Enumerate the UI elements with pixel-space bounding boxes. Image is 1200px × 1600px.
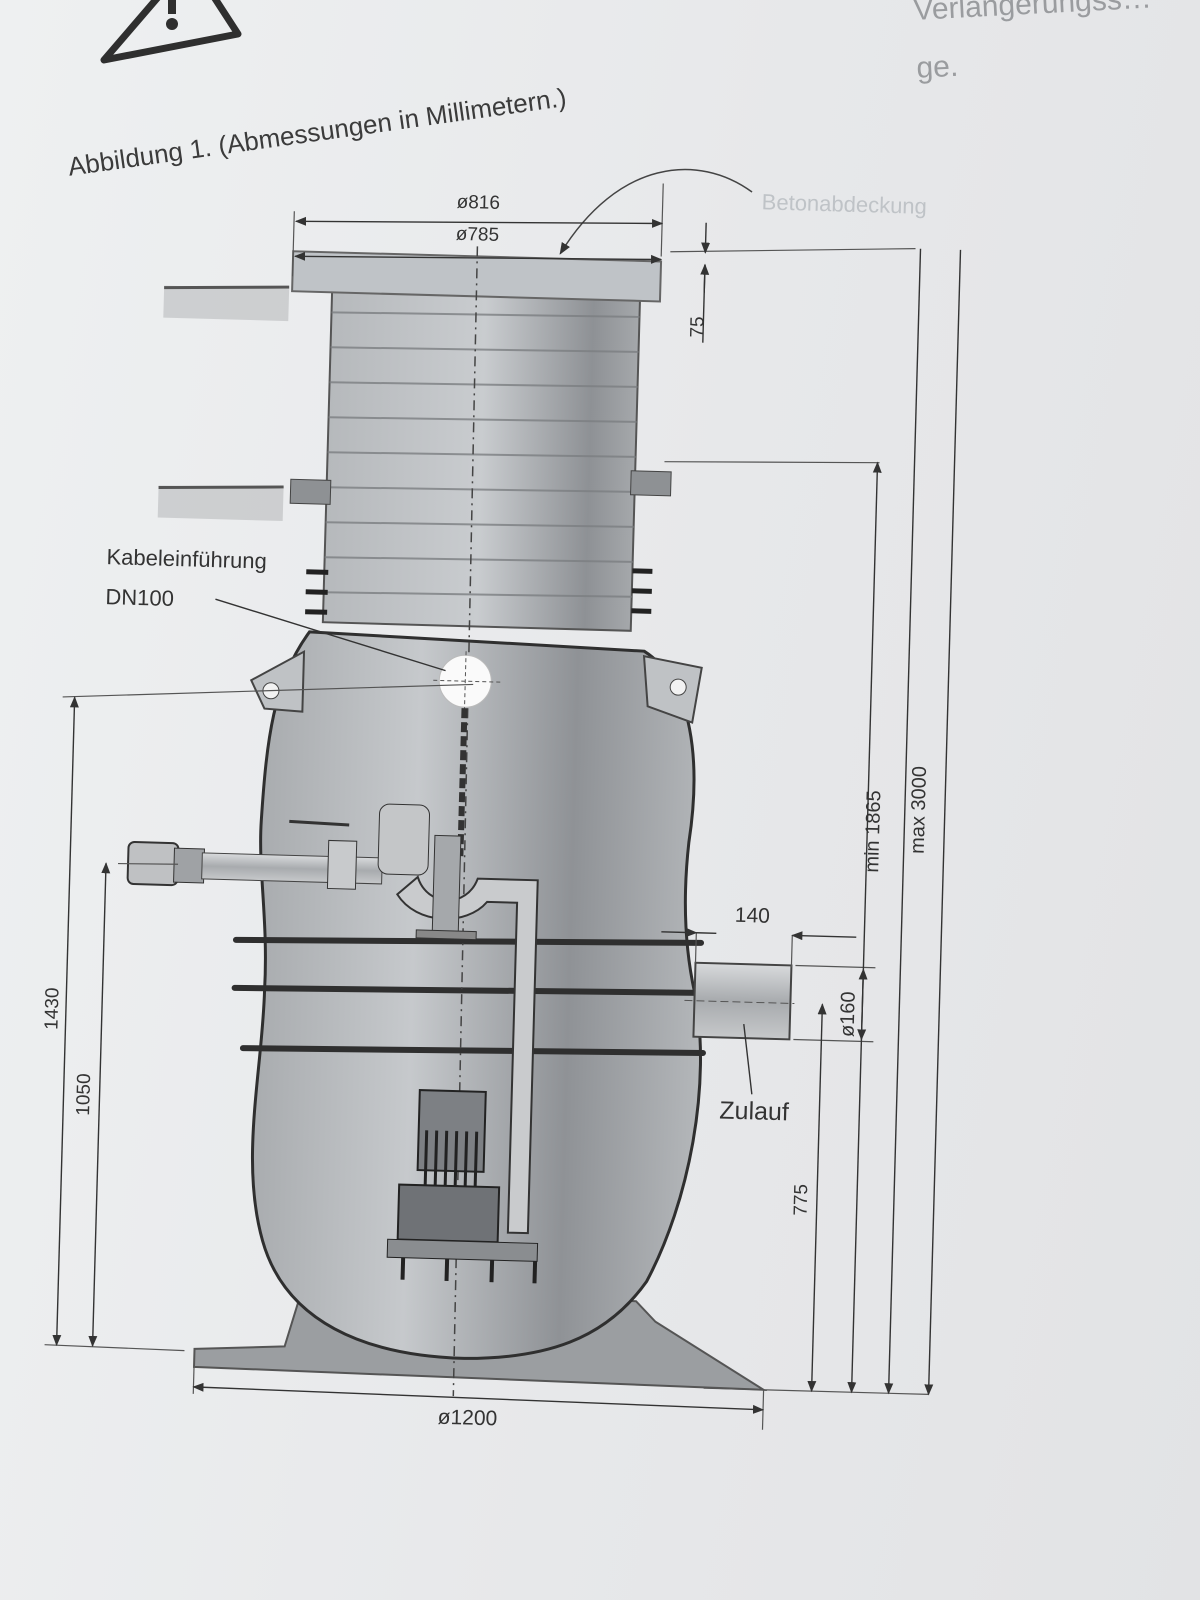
dim-cover-outer-diameter: ø816	[456, 192, 500, 214]
chain	[457, 708, 468, 857]
lifting-lug-left	[249, 649, 306, 713]
soil-hatch-middle	[157, 485, 284, 522]
dim-outlet-height: 1050	[73, 1073, 95, 1116]
dim-max-height: max 3000	[907, 766, 931, 854]
label-inlet: Zulauf	[719, 1096, 789, 1126]
dim-inlet-diameter: ø160	[836, 991, 859, 1037]
dim-base-diameter: ø1200	[437, 1406, 497, 1431]
submersible-pump	[386, 1089, 539, 1284]
label-concrete-cover: Betonabdeckung	[761, 189, 927, 219]
shaft-collar	[289, 470, 672, 615]
warning-triangle-icon	[100, 0, 242, 64]
dim-cover-thickness: 75	[687, 316, 709, 338]
centre-line	[452, 246, 479, 1397]
dim-inlet-pipe-length: 140	[735, 904, 771, 928]
shaft-corrugations	[323, 311, 640, 598]
tank-ribs	[231, 936, 706, 1056]
label-cable-entry: Kabeleinführung	[106, 544, 267, 573]
dim-min-height: min 1865	[861, 790, 885, 873]
dimension-arrows	[52, 216, 962, 1414]
inlet-pipe	[684, 961, 795, 1041]
cover-pointer	[559, 168, 753, 255]
label-cable-entry-dn: DN100	[105, 584, 174, 611]
dim-inlet-height: 775	[790, 1184, 812, 1216]
dim-cover-inner-diameter: ø785	[455, 224, 499, 246]
outlet-pipe	[126, 803, 539, 1235]
dim-cable-entry-height: 1430	[41, 987, 63, 1030]
soil-hatch-top	[163, 285, 290, 322]
